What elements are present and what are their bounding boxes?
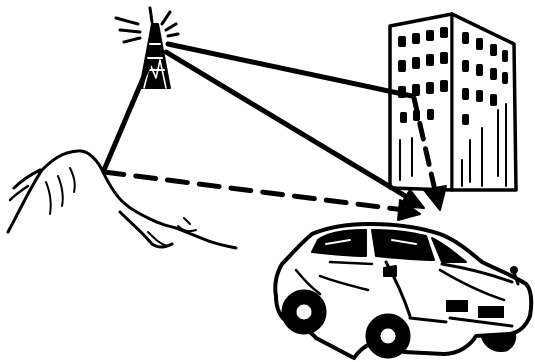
mountain-icon [8,151,236,248]
car-icon [275,224,531,358]
arrowheads [398,186,446,220]
building-icon [390,14,516,190]
radio-tower-icon [116,8,178,88]
tower-signal-icon [116,8,178,42]
path-tower-to-mountain [104,62,150,170]
arrowhead-building-reflection [424,186,446,210]
car-wheel-front [366,314,410,358]
path-tower-to-building [168,44,412,96]
path-mountain-to-car [104,172,404,210]
path-tower-to-car [166,52,412,200]
car-wheel-rear [282,290,326,334]
